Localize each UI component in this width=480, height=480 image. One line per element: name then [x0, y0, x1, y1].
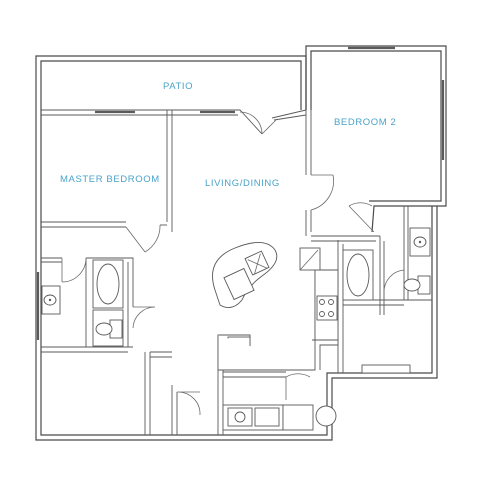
label-living-dining: LIVING/DINING	[205, 178, 280, 189]
burner-1	[319, 299, 325, 305]
kitchen-island	[212, 242, 278, 309]
water-heater	[315, 405, 337, 427]
island-cooktop	[244, 250, 270, 276]
master-toilet-bowl	[95, 322, 113, 336]
burner-3	[319, 311, 325, 317]
label-master-bedroom: MASTER BEDROOM	[60, 174, 160, 185]
exterior-walls	[35, 45, 447, 441]
windows	[36, 46, 445, 340]
utility-shelf	[282, 404, 314, 431]
bath2-tub-basin	[346, 253, 370, 297]
bath2-toilet-bowl	[403, 278, 421, 292]
kitchen-counters	[217, 247, 339, 371]
label-bedroom-2: BEDROOM 2	[334, 117, 396, 128]
burner-4	[328, 311, 334, 317]
label-patio: PATIO	[163, 81, 193, 92]
range	[316, 295, 338, 321]
burner-2	[328, 299, 334, 305]
bath2-fixtures	[342, 227, 431, 374]
master-bath-fixtures	[41, 259, 124, 347]
doors	[61, 111, 405, 416]
laundry	[222, 404, 337, 431]
bed2-closet-shelf	[361, 364, 411, 374]
bath2-sink-drain	[418, 240, 422, 244]
master-tub-basin	[96, 263, 120, 305]
dryer	[254, 407, 280, 427]
island-sink	[223, 267, 255, 301]
washer-drum	[234, 411, 246, 423]
room-labels: PATIO BEDROOM 2 MASTER BEDROOM LIVING/DI…	[60, 81, 396, 189]
master-sink-drain	[48, 298, 52, 302]
